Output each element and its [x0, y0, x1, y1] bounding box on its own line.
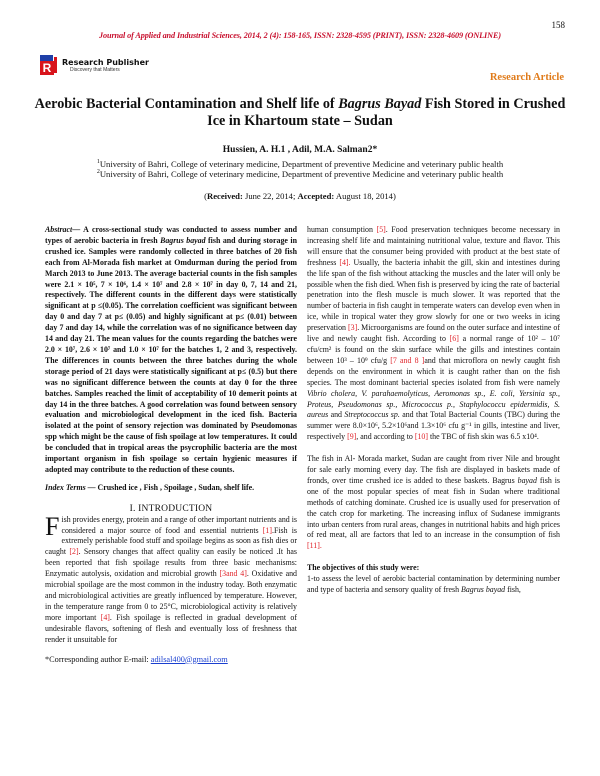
- article-type-label: Research Article: [489, 72, 564, 83]
- citation-link[interactable]: [7 and 8 ]: [390, 355, 425, 365]
- received-accepted-dates: (Received: June 22, 2014; Accepted: Augu…: [204, 191, 396, 201]
- citation-link[interactable]: [1]: [262, 525, 272, 535]
- publisher-logo: R Research Publisher Discovery that Matt…: [40, 55, 149, 75]
- citation-link[interactable]: [4].: [339, 257, 351, 267]
- objective-1: 1-to assess the level of aerobic bacteri…: [307, 574, 560, 595]
- objectives-heading: The objectives of this study were:: [307, 563, 420, 573]
- citation-link[interactable]: [3and 4]: [219, 569, 247, 579]
- citation-link[interactable]: [2]: [69, 547, 79, 557]
- index-terms: Index Terms — Crushed ice , Fish , Spoil…: [45, 482, 255, 492]
- introduction-heading: I. INTRODUCTION: [129, 503, 213, 514]
- citation-link[interactable]: [9]: [347, 432, 357, 442]
- citation-link[interactable]: [3]: [348, 323, 358, 333]
- citation-link[interactable]: [11].: [307, 541, 322, 551]
- publisher-name: Research Publisher: [62, 57, 149, 67]
- citation-link[interactable]: [10]: [414, 432, 428, 442]
- citation-link[interactable]: [5]: [376, 225, 386, 234]
- left-column: Abstract— A cross-sectional study was co…: [45, 225, 297, 665]
- affiliation-2: 2University of Bahri, College of veterin…: [96, 169, 504, 179]
- corresponding-author-footnote: *Corresponding author E-mail: adilsal400…: [45, 654, 228, 664]
- affiliation-1: 1University of Bahri, College of veterin…: [96, 159, 504, 169]
- citation-link[interactable]: [4]: [100, 612, 110, 622]
- abstract: Abstract— A cross-sectional study was co…: [45, 225, 297, 474]
- right-column: human consumption [5]. Food preservation…: [307, 225, 560, 596]
- journal-citation-line: Journal of Applied and Industrial Scienc…: [99, 31, 501, 40]
- citation-link[interactable]: [6]: [449, 334, 459, 344]
- research-publisher-logo-icon: R: [40, 55, 58, 75]
- introduction-continued: human consumption [5]. Food preservation…: [307, 225, 561, 442]
- paper-title: Aerobic Bacterial Contamination and Shel…: [34, 96, 566, 129]
- authors: Hussien, A. H.1 , Adil, M.A. Salman2*: [222, 145, 378, 155]
- page-number: 158: [551, 20, 566, 30]
- market-paragraph: The fish in Al- Morada market, Sudan are…: [307, 454, 561, 551]
- drop-cap: F: [45, 511, 60, 541]
- publisher-tagline: Discovery that Matters: [70, 66, 120, 73]
- author-email-link[interactable]: adilsal400@gmail.com: [150, 654, 228, 664]
